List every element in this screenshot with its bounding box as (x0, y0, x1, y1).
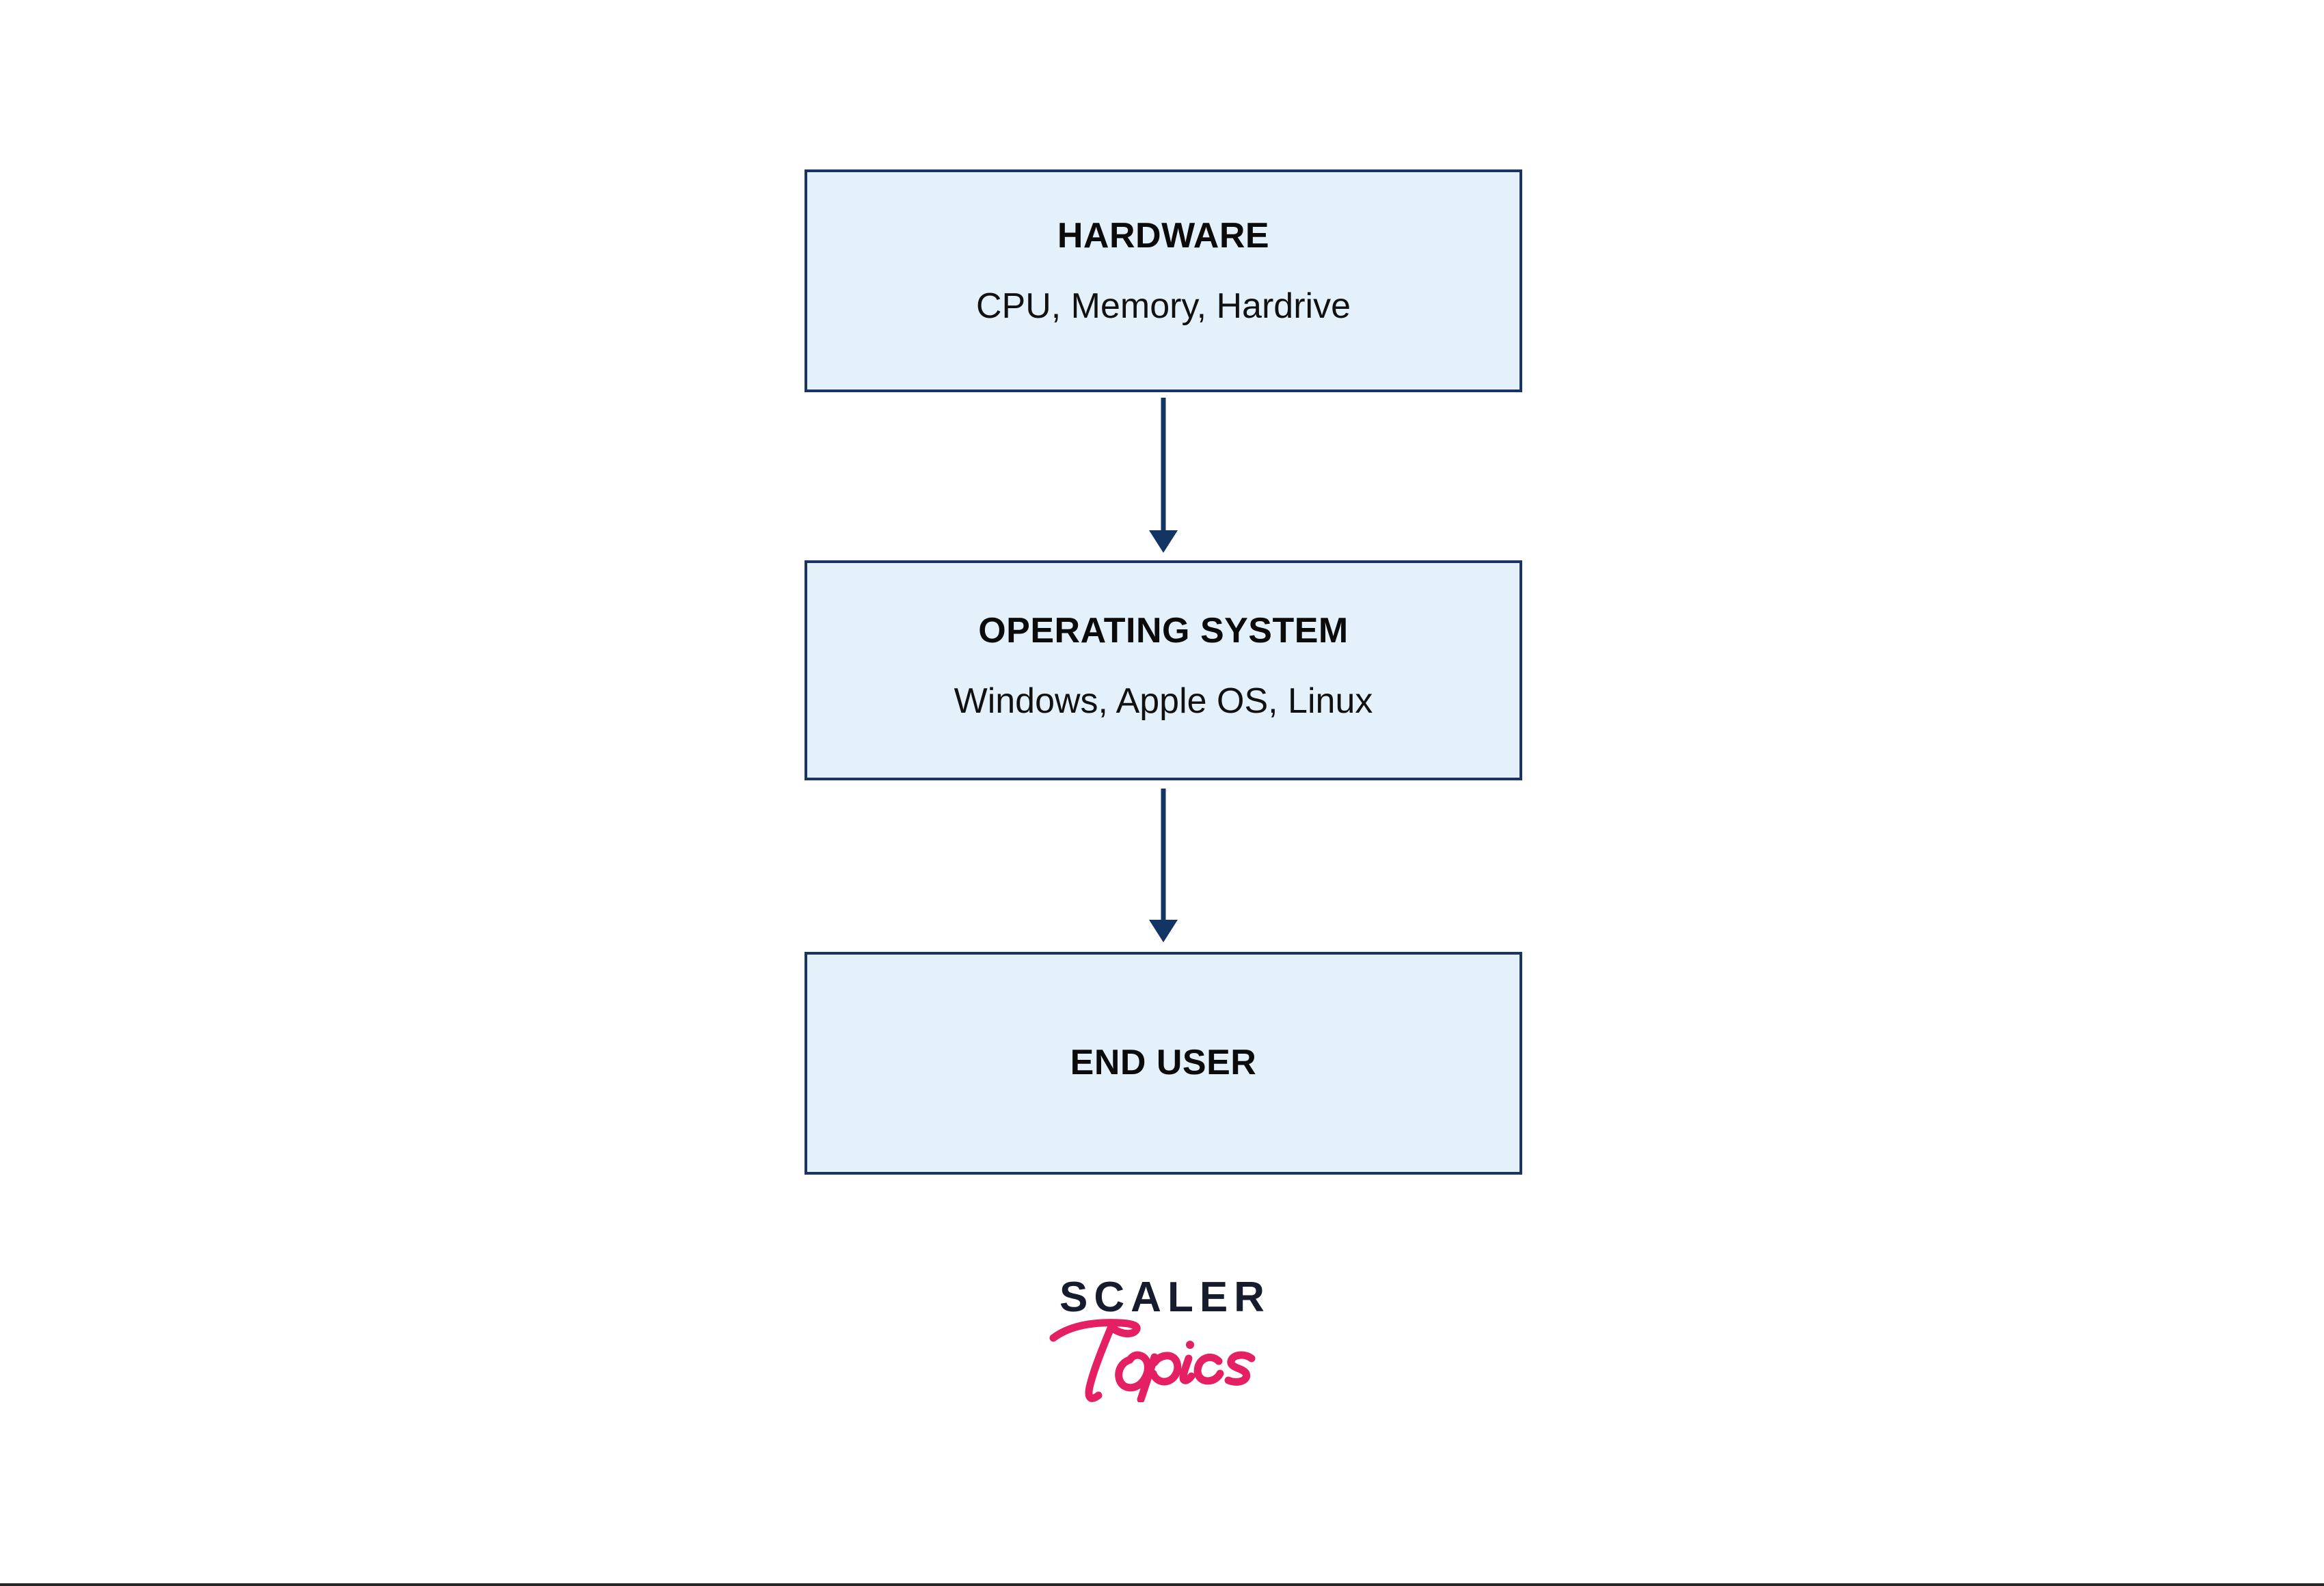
flow-arrow-operating-system-to-end-user (1131, 780, 1195, 953)
logo-script-topics (1049, 1315, 1275, 1402)
flow-arrow-hardware-to-operating-system (1131, 391, 1195, 562)
scaler-topics-logo: SCALER (0, 1276, 2324, 1402)
node-text-stack: HARDWARE CPU, Memory, Hardrive (975, 215, 1351, 326)
logo-script-topics-icon (1049, 1319, 1256, 1402)
arrow-down-icon (1149, 789, 1178, 942)
flow-node-operating-system: OPERATING SYSTEM Windows, Apple OS, Linu… (805, 560, 1522, 780)
flow-node-operating-system-title: OPERATING SYSTEM (978, 610, 1349, 651)
flow-node-hardware: HARDWARE CPU, Memory, Hardrive (805, 169, 1522, 392)
flow-node-end-user-title: END USER (1070, 1043, 1257, 1083)
flow-node-hardware-title: HARDWARE (1057, 215, 1270, 256)
arrow-down-icon (1149, 398, 1178, 553)
logo-wordmark-scaler: SCALER (1059, 1274, 1271, 1321)
node-text-stack: OPERATING SYSTEM Windows, Apple OS, Linu… (954, 610, 1373, 721)
flow-node-operating-system-subtitle: Windows, Apple OS, Linux (954, 681, 1373, 721)
flow-node-hardware-subtitle: CPU, Memory, Hardrive (975, 286, 1351, 326)
node-text-stack: END USER (1070, 1043, 1257, 1082)
frame-bottom-rule (0, 1583, 2324, 1586)
flow-node-end-user: END USER (805, 952, 1522, 1175)
